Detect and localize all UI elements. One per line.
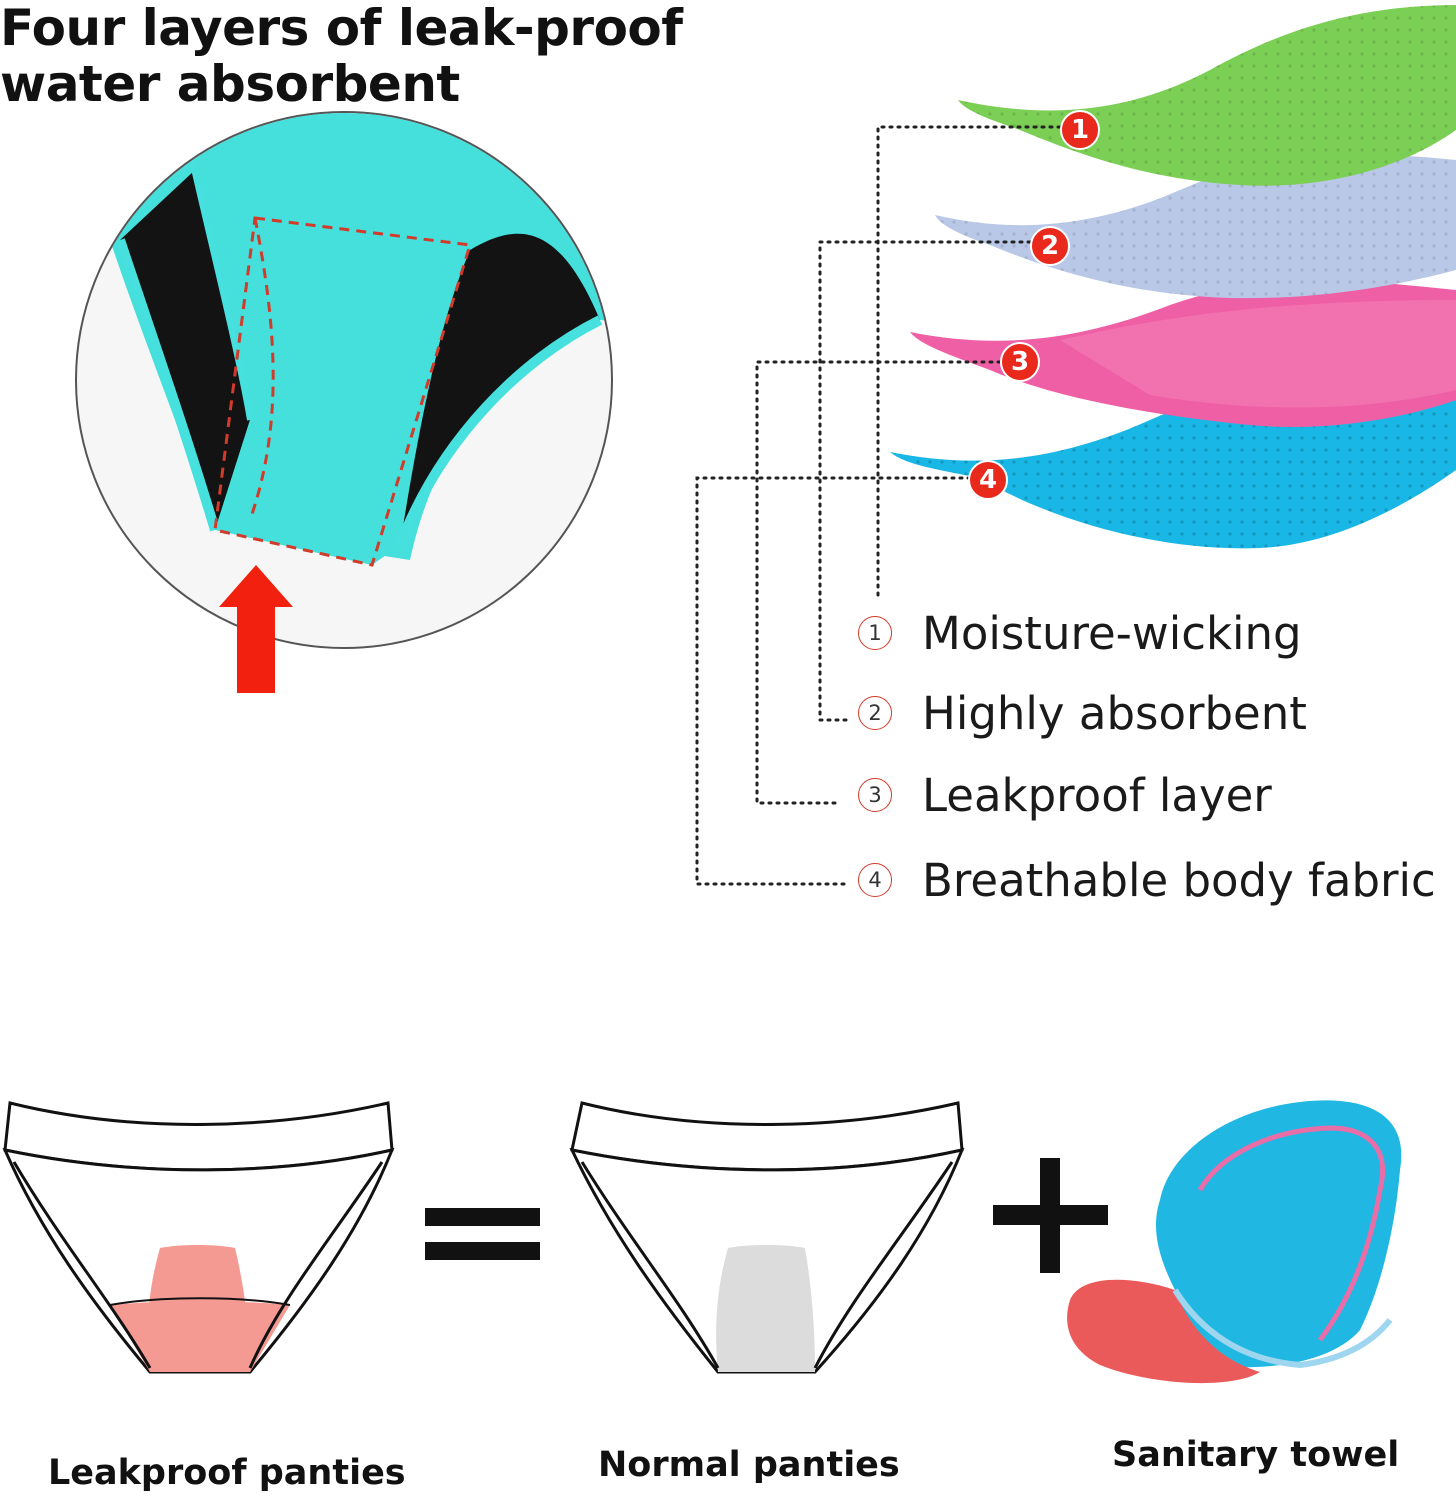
layer-marker-1: 1 <box>1060 110 1100 150</box>
caption-sanitary-towel: Sanitary towel <box>1112 1435 1400 1475</box>
caption-normal-panties: Normal panties <box>598 1445 900 1485</box>
closeup-circle <box>75 111 613 649</box>
legend-label: Moisture-wicking <box>922 606 1302 660</box>
headline: Four layers of leak-proof water absorben… <box>0 0 700 112</box>
legend-number-badge: 3 <box>858 778 892 812</box>
leader-line-4 <box>695 476 972 886</box>
leader-line-1 <box>876 125 1062 600</box>
leakproof-panties-illustration <box>2 1101 395 1374</box>
legend-item-leakproof-layer: 3 Leakproof layer <box>858 765 1272 825</box>
legend-item-moisture-wicking: 1 Moisture-wicking <box>858 603 1302 663</box>
legend-label: Highly absorbent <box>922 686 1307 740</box>
leader-line-3 <box>755 360 1002 805</box>
layer-marker-4: 4 <box>968 460 1008 500</box>
sanitary-towel-illustration <box>1067 1100 1402 1384</box>
headline-line-1: Four layers of leak-proof <box>0 0 683 57</box>
normal-panties-illustration <box>569 1101 965 1374</box>
legend-number-badge: 2 <box>858 696 892 730</box>
legend-label: Breathable body fabric <box>922 853 1436 907</box>
leader-line-2 <box>818 240 1032 722</box>
equals-icon <box>425 1208 540 1260</box>
caption-leakproof-panties: Leakproof panties <box>48 1453 406 1493</box>
legend-item-highly-absorbent: 2 Highly absorbent <box>858 683 1307 743</box>
normal-gusset <box>716 1245 815 1372</box>
legend-number-badge: 4 <box>858 863 892 897</box>
up-arrow-icon <box>219 565 293 693</box>
layer-marker-2: 2 <box>1030 226 1070 266</box>
headline-line-2: water absorbent <box>0 55 460 113</box>
legend-label: Leakproof layer <box>922 768 1272 822</box>
leader-lines <box>695 125 1062 886</box>
plus-icon <box>993 1158 1108 1273</box>
legend-item-breathable-body-fabric: 4 Breathable body fabric <box>858 850 1436 910</box>
layer-marker-3: 3 <box>1000 342 1040 382</box>
legend-number-badge: 1 <box>858 616 892 650</box>
